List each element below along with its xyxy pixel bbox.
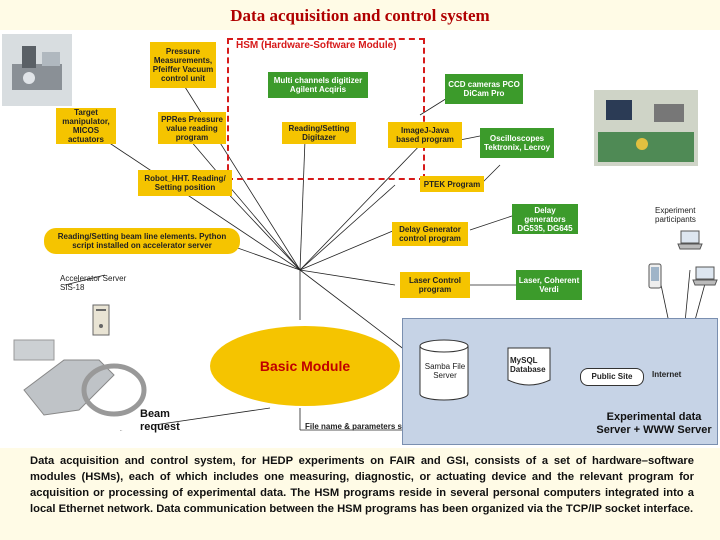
basic-module: Basic Module: [210, 326, 400, 406]
oscilloscopes-box: Oscilloscopes Tektronix, Lecroy: [480, 128, 554, 158]
laptop-icon: [692, 266, 718, 286]
laser-box: Laser, Coherent Verdi: [516, 270, 582, 300]
ppres-box: PPRes Pressure value reading program: [158, 112, 226, 144]
computer-tower-icon: [92, 304, 110, 336]
ptek-box: PTEK Program: [420, 176, 484, 192]
file-name-saving-label: File name & parameters saving: [305, 422, 423, 431]
samba-cylinder-icon: [419, 339, 469, 401]
target-box: Target manipulator, MICOS actuators: [56, 108, 116, 144]
laptop-icon: [677, 230, 703, 250]
mysql-document-icon: [507, 347, 551, 386]
phone-icon: [648, 263, 662, 289]
laser-control-box: Laser Control program: [400, 272, 470, 298]
lab-bench-photo: [594, 90, 698, 166]
pressure-box: Pressure Measurements, Pfeiffer Vacuum c…: [150, 42, 216, 88]
accelerator-map-image: [4, 320, 154, 430]
delay-generators-box: Delay generators DG535, DG645: [512, 204, 578, 234]
robot-box: Robot_HHT. Reading/ Setting position: [138, 170, 232, 196]
beam-request-label: Beam request: [140, 408, 180, 433]
beamline-box: Reading/Setting beam line elements. Pyth…: [44, 228, 240, 254]
page-title: Data acquisition and control system: [230, 6, 490, 25]
hsm-label: HSM (Hardware-Software Module): [236, 40, 397, 51]
samba-label: Samba File Server: [424, 362, 466, 380]
accelerator-server-label: Accelerator Server SIS-18: [60, 274, 127, 292]
imagej-box: ImageJ-Java based program: [388, 122, 462, 148]
experiment-participants-label: Experiment participants: [655, 206, 696, 224]
microscope-stage-photo: [2, 34, 72, 106]
diagram-area: HSM (Hardware-Software Module): [0, 30, 720, 448]
server-label: Experimental data Server + WWW Server: [596, 411, 712, 436]
caption-text: Data acquisition and control system, for…: [30, 455, 694, 515]
digitizer-box: Multi channels digitizer Agilent Acqiris: [268, 72, 368, 98]
ccd-box: CCD cameras PCO DiCam Pro: [445, 74, 523, 104]
reading-setting-box: Reading/Setting Digitazer: [282, 122, 356, 144]
mysql-label: MySQL Database: [510, 356, 546, 374]
delay-program-box: Delay Generator control program: [392, 222, 468, 246]
public-site-label: Public Site: [580, 368, 644, 386]
hsm-frame: [227, 38, 425, 180]
internet-label: Internet: [652, 370, 682, 379]
